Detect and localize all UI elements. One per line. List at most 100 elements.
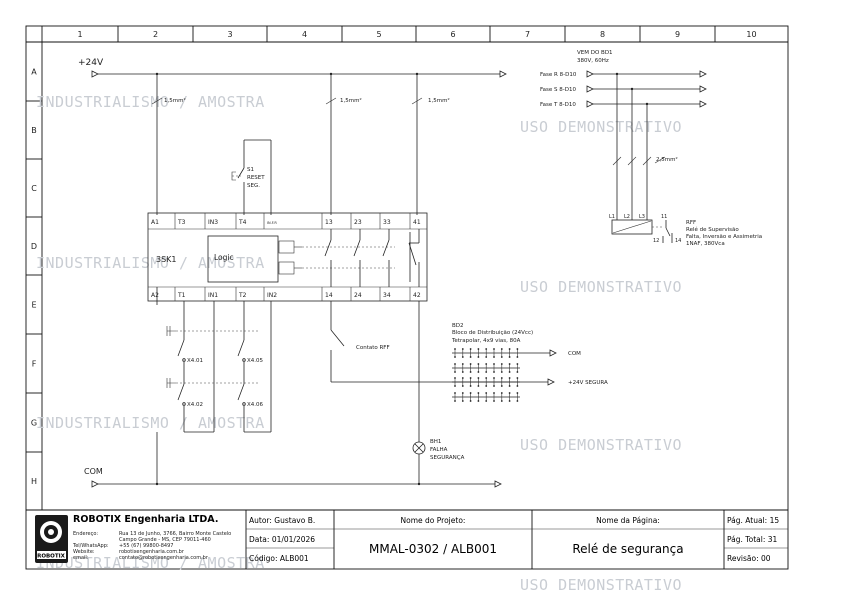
estop-channels: X4.01 X4.05 X4.02 X4.06 — [166, 301, 272, 433]
project-name: MMAL-0302 / ALB001 — [369, 542, 497, 556]
svg-text:14: 14 — [675, 238, 681, 244]
watermark-right: USO DEMONSTRATIVO — [520, 436, 682, 454]
bd2-tag: BD2 — [452, 323, 464, 329]
svg-text:Rua 13 de Junho, 3766, Bairro: Rua 13 de Junho, 3766, Bairro Monte Cast… — [119, 531, 231, 537]
rff-desc3: 1NAF, 380Vca — [686, 241, 725, 247]
relay-top-terminal: T4 — [238, 219, 247, 226]
reset-line2: SEG. — [247, 183, 260, 189]
row-label: C — [31, 184, 37, 193]
relay-top-terminal: T3 — [177, 219, 186, 226]
column-label: 2 — [153, 30, 158, 39]
title-block: ROBOTIX ROBOTIX Engenharia LTDA. Endereç… — [26, 509, 788, 569]
company-logo: ROBOTIX — [35, 515, 68, 563]
logo-text: ROBOTIX — [37, 554, 66, 560]
svg-text:contato@robotixengenharia.com.: contato@robotixengenharia.com.br — [119, 555, 209, 561]
bd2-out-24v-segura: +24V SEGURA — [568, 380, 608, 386]
rff-tag: RFF — [686, 220, 696, 226]
column-labels: 1 2 3 4 5 6 7 8 9 10 — [77, 30, 756, 39]
svg-text:L3: L3 — [639, 214, 645, 220]
bd2-line1: Bloco de Distribuição (24Vcc) — [452, 330, 533, 336]
reset-tag: S1 — [247, 167, 254, 173]
column-label: 5 — [376, 30, 381, 39]
svg-text:1,5mm²: 1,5mm² — [340, 97, 362, 104]
lamp-line1: FALHA — [430, 447, 448, 453]
estop-x406: X4.06 — [247, 402, 264, 408]
svg-text:12: 12 — [653, 238, 659, 244]
rff-desc2: Falta, Inversão e Assimetria — [686, 234, 762, 240]
watermark-left: INDUSTRIALISMO / AMOSTRA — [36, 254, 265, 272]
rff-contact-label: Contato RFF — [356, 345, 390, 351]
svg-text:11: 11 — [661, 214, 667, 220]
reset-line1: RESET — [247, 175, 265, 181]
phase-label: Fase R 8-D10 — [540, 72, 577, 78]
revision: Revisão: 00 — [727, 554, 771, 563]
column-label: 9 — [675, 30, 680, 39]
watermark-left: INDUSTRIALISMO / AMOSTRA — [36, 414, 265, 432]
logic-block — [207, 235, 279, 283]
row-label: H — [31, 477, 37, 486]
plus24v-rail: +24V 1,5mm² 1,5mm² 1,5mm² — [78, 58, 507, 215]
relay-bottom-terminal: IN1 — [208, 292, 218, 299]
bd2-distribution-block: BD2 Bloco de Distribuição (24Vcc) Tetrap… — [451, 323, 608, 402]
estop-x402: X4.02 — [187, 402, 203, 408]
watermark-right: USO DEMONSTRATIVO — [520, 118, 682, 136]
page-total: Pág. Total: 31 — [727, 535, 778, 544]
plus24v-label: +24V — [78, 58, 104, 68]
relay-top-terminal: 23 — [354, 219, 362, 226]
row-label: D — [31, 242, 37, 251]
watermarks: INDUSTRIALISMO / AMOSTRA INDUSTRIALISMO … — [36, 93, 682, 594]
phase-cable: 2,5mm² — [656, 156, 678, 163]
column-label: 4 — [302, 30, 307, 39]
row-label: B — [31, 126, 37, 135]
lamp-tag: BH1 — [430, 439, 441, 445]
column-label: 8 — [600, 30, 605, 39]
svg-text:+55 (67) 99800-8497: +55 (67) 99800-8497 — [119, 543, 173, 549]
relay-top-terminal: IN.F.R — [267, 221, 277, 225]
lamp-line2: SEGURANÇA — [430, 455, 465, 461]
code: Código: ALB001 — [249, 554, 309, 563]
relay-bottom-terminal: T2 — [238, 292, 247, 299]
column-label: 3 — [227, 30, 232, 39]
date: Data: 01/01/2026 — [249, 535, 315, 544]
estop-x401: X4.01 — [187, 358, 203, 364]
relay-top-terminal: 41 — [413, 219, 421, 226]
svg-text:Endereço:: Endereço: — [73, 531, 98, 537]
bd2-out-com: COM — [568, 351, 581, 357]
project-label: Nome do Projeto: — [401, 516, 466, 525]
relay-bottom-terminal: IN2 — [267, 292, 277, 299]
relay-top-terminal: 13 — [325, 219, 333, 226]
row-label: G — [31, 419, 37, 428]
svg-text:Website:: Website: — [73, 549, 95, 555]
relay-top-terminal: A1 — [151, 219, 159, 226]
relay-top-terminal: IN3 — [208, 219, 218, 226]
page-name: Relé de segurança — [572, 542, 683, 556]
relay-top-terminal: 33 — [383, 219, 391, 226]
lamp-bh1: BH1 FALHA SEGURANÇA — [412, 301, 465, 486]
bd2-line2: Tetrapolar, 4x9 vias, 80A — [451, 338, 521, 344]
sheet-frame — [25, 25, 789, 570]
watermark-left: INDUSTRIALISMO / AMOSTRA — [36, 554, 265, 572]
relay-bottom-terminal: T1 — [177, 292, 186, 299]
svg-text:L1: L1 — [609, 214, 615, 220]
rff-relay: L1 L2 L3 11 12 14 RFF Relé de Supervisão… — [609, 214, 762, 247]
watermark-right: USO DEMONSTRATIVO — [520, 278, 682, 296]
svg-text:L2: L2 — [624, 214, 630, 220]
column-label: 10 — [746, 30, 756, 39]
svg-text:email:: email: — [73, 555, 89, 561]
relay-bottom-terminal: A2 — [151, 292, 159, 299]
source-title: VEM DO BD1 — [577, 50, 613, 56]
rff-desc1: Relé de Supervisão — [686, 226, 739, 233]
com-label: COM — [84, 467, 103, 476]
column-label: 6 — [450, 30, 455, 39]
svg-text:robotixengenharia.com.br: robotixengenharia.com.br — [119, 549, 185, 555]
author: Autor: Gustavo B. — [249, 516, 315, 525]
svg-text:1,5mm²: 1,5mm² — [164, 97, 186, 104]
relay-bottom-terminal: 24 — [354, 292, 362, 299]
source-spec: 380V, 60Hz — [577, 58, 609, 64]
column-label: 1 — [77, 30, 82, 39]
row-label: E — [31, 301, 36, 310]
column-label: 7 — [525, 30, 530, 39]
